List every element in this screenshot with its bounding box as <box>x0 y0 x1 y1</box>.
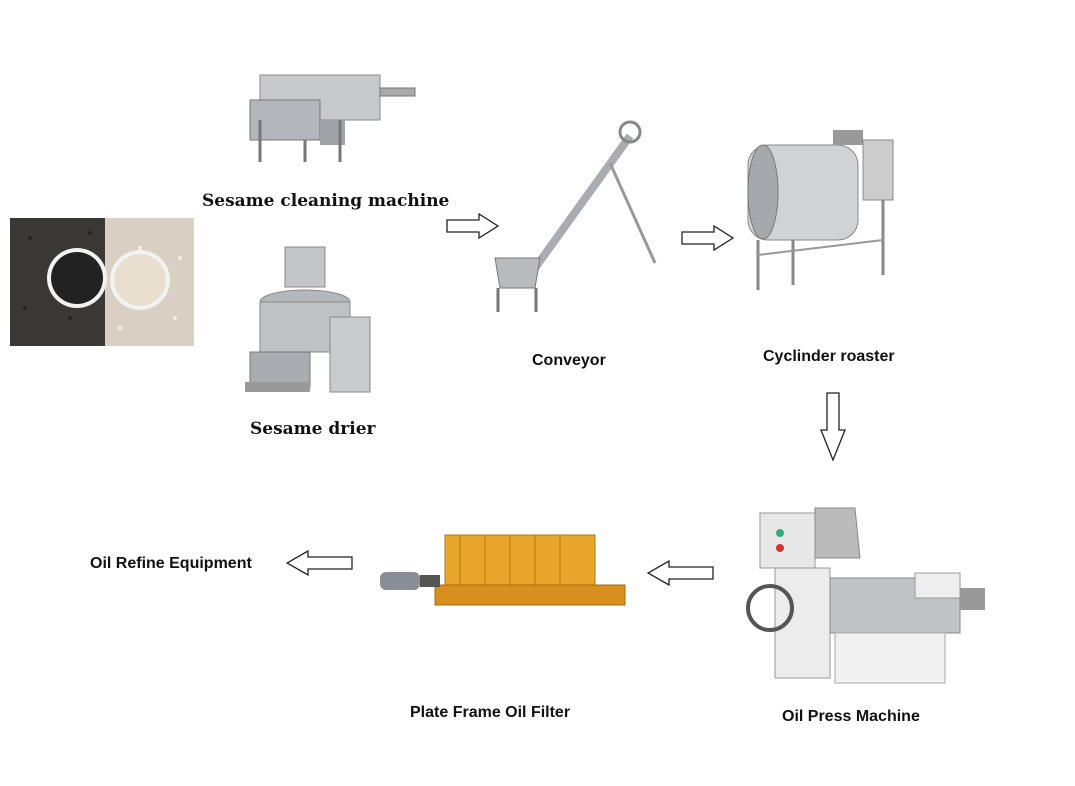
oil-refine-label: Oil Refine Equipment <box>90 555 252 572</box>
oil-filter-label: Plate Frame Oil Filter <box>410 704 571 721</box>
oil-press-machine-image <box>745 488 1003 693</box>
arrow-left-icon <box>647 560 715 586</box>
arrow-right-icon <box>446 213 500 239</box>
roaster-label: Cyclinder roaster <box>763 348 895 365</box>
plate-frame-oil-filter-image <box>375 530 627 615</box>
arrow-right-icon <box>681 225 735 251</box>
sesame-seeds-image <box>10 218 194 346</box>
cleaning-machine-label: Sesame cleaning machine <box>202 191 450 211</box>
cylinder-roaster-image <box>738 125 898 297</box>
arrow-down-icon <box>819 392 847 462</box>
sesame-drier-image <box>245 242 373 402</box>
oil-press-label: Oil Press Machine <box>782 708 920 725</box>
arrow-left-icon <box>286 550 354 576</box>
conveyor-label: Conveyor <box>532 352 606 369</box>
drier-label: Sesame drier <box>250 419 376 439</box>
sesame-cleaning-machine-image <box>245 70 420 165</box>
conveyor-image <box>490 118 665 316</box>
